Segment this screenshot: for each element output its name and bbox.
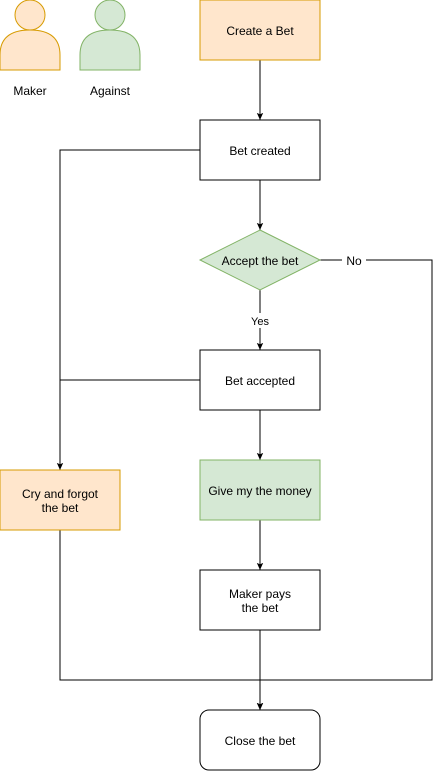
maker-actor: Maker (0, 0, 61, 98)
edge-cry-to-close (59, 530, 260, 681)
yes-label-bg (247, 313, 273, 328)
node-bet-created[interactable]: Bet created (199, 119, 321, 181)
maker-pays-label-line1: Maker pays (229, 587, 291, 601)
no-edge-label: No (346, 254, 362, 268)
bet-created-label: Bet created (229, 144, 290, 158)
yes-edge-label: Yes (251, 316, 269, 328)
accept-bet-label: Accept the bet (222, 254, 299, 268)
bet-accepted-label: Bet accepted (225, 374, 295, 388)
against-actor: Against (79, 0, 141, 98)
edges (56, 60, 433, 710)
person-icon (94, 0, 126, 31)
person-icon-body (0, 29, 61, 71)
no-label-bg (342, 253, 366, 268)
node-close-bet[interactable]: Close the bet (199, 709, 321, 771)
node-bet-accepted[interactable]: Bet accepted (199, 349, 321, 411)
maker-pays-label-line2: the bet (242, 601, 279, 615)
node-give-money[interactable]: Give my the money (199, 459, 321, 521)
person-icon (14, 0, 46, 31)
create-bet-label: Create a Bet (226, 24, 294, 38)
node-accept-bet-decision[interactable]: Accept the bet (198, 229, 322, 291)
against-label: Against (90, 84, 131, 98)
cry-label-line1: Cry and forgot (22, 487, 99, 501)
maker-label: Maker (13, 84, 46, 98)
give-money-label: Give my the money (208, 484, 311, 498)
close-bet-label: Close the bet (225, 734, 296, 748)
edge-created-to-cry (56, 149, 200, 470)
node-cry-forgot[interactable]: Cry and forgot the bet (0, 469, 121, 531)
cry-label-line2: the bet (42, 501, 79, 515)
node-maker-pays[interactable]: Maker pays the bet (199, 569, 321, 631)
node-create-bet[interactable]: Create a Bet (199, 0, 321, 61)
person-icon-body (79, 29, 141, 71)
